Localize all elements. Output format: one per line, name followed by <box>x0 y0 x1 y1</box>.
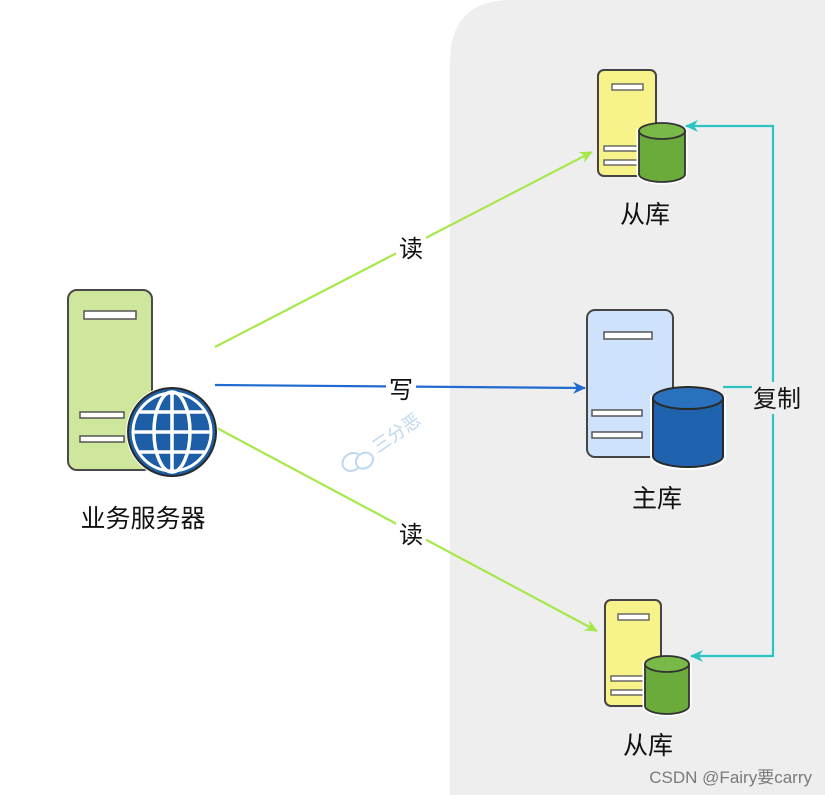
globe-icon <box>126 386 218 478</box>
write-label: 写 <box>386 373 416 405</box>
read-label-top-text: 读 <box>399 235 423 263</box>
database-cylinder-icon <box>636 122 688 185</box>
replicate-label: 复制 <box>752 382 802 414</box>
slave-db-top: 从库 <box>597 69 688 229</box>
business-server-label: 业务服务器 <box>80 504 205 533</box>
master-label: 主库 <box>632 484 682 513</box>
read-label-bottom: 读 <box>396 518 426 550</box>
csdn-watermark: CSDN @Fairy要carry <box>649 768 812 787</box>
read-label-bottom-text: 读 <box>399 521 423 549</box>
database-cylinder-icon <box>650 386 726 470</box>
slave-bottom-label: 从库 <box>623 731 673 760</box>
slave-db-bottom: 从库 <box>604 599 692 760</box>
wechat-icon <box>341 451 374 473</box>
replicate-edge-bottom <box>690 387 775 662</box>
inner-watermark: 三分恶 <box>341 410 425 473</box>
write-label-text: 写 <box>389 376 413 404</box>
read-label-top: 读 <box>396 232 426 264</box>
slave-top-label: 从库 <box>620 200 670 229</box>
inner-watermark-text: 三分恶 <box>369 410 425 458</box>
replicate-edge-top <box>685 120 775 389</box>
replicate-label-text: 复制 <box>753 385 801 413</box>
business-server: 业务服务器 <box>67 289 218 533</box>
master-db: 主库 <box>586 309 726 513</box>
database-cylinder-icon <box>642 655 692 717</box>
